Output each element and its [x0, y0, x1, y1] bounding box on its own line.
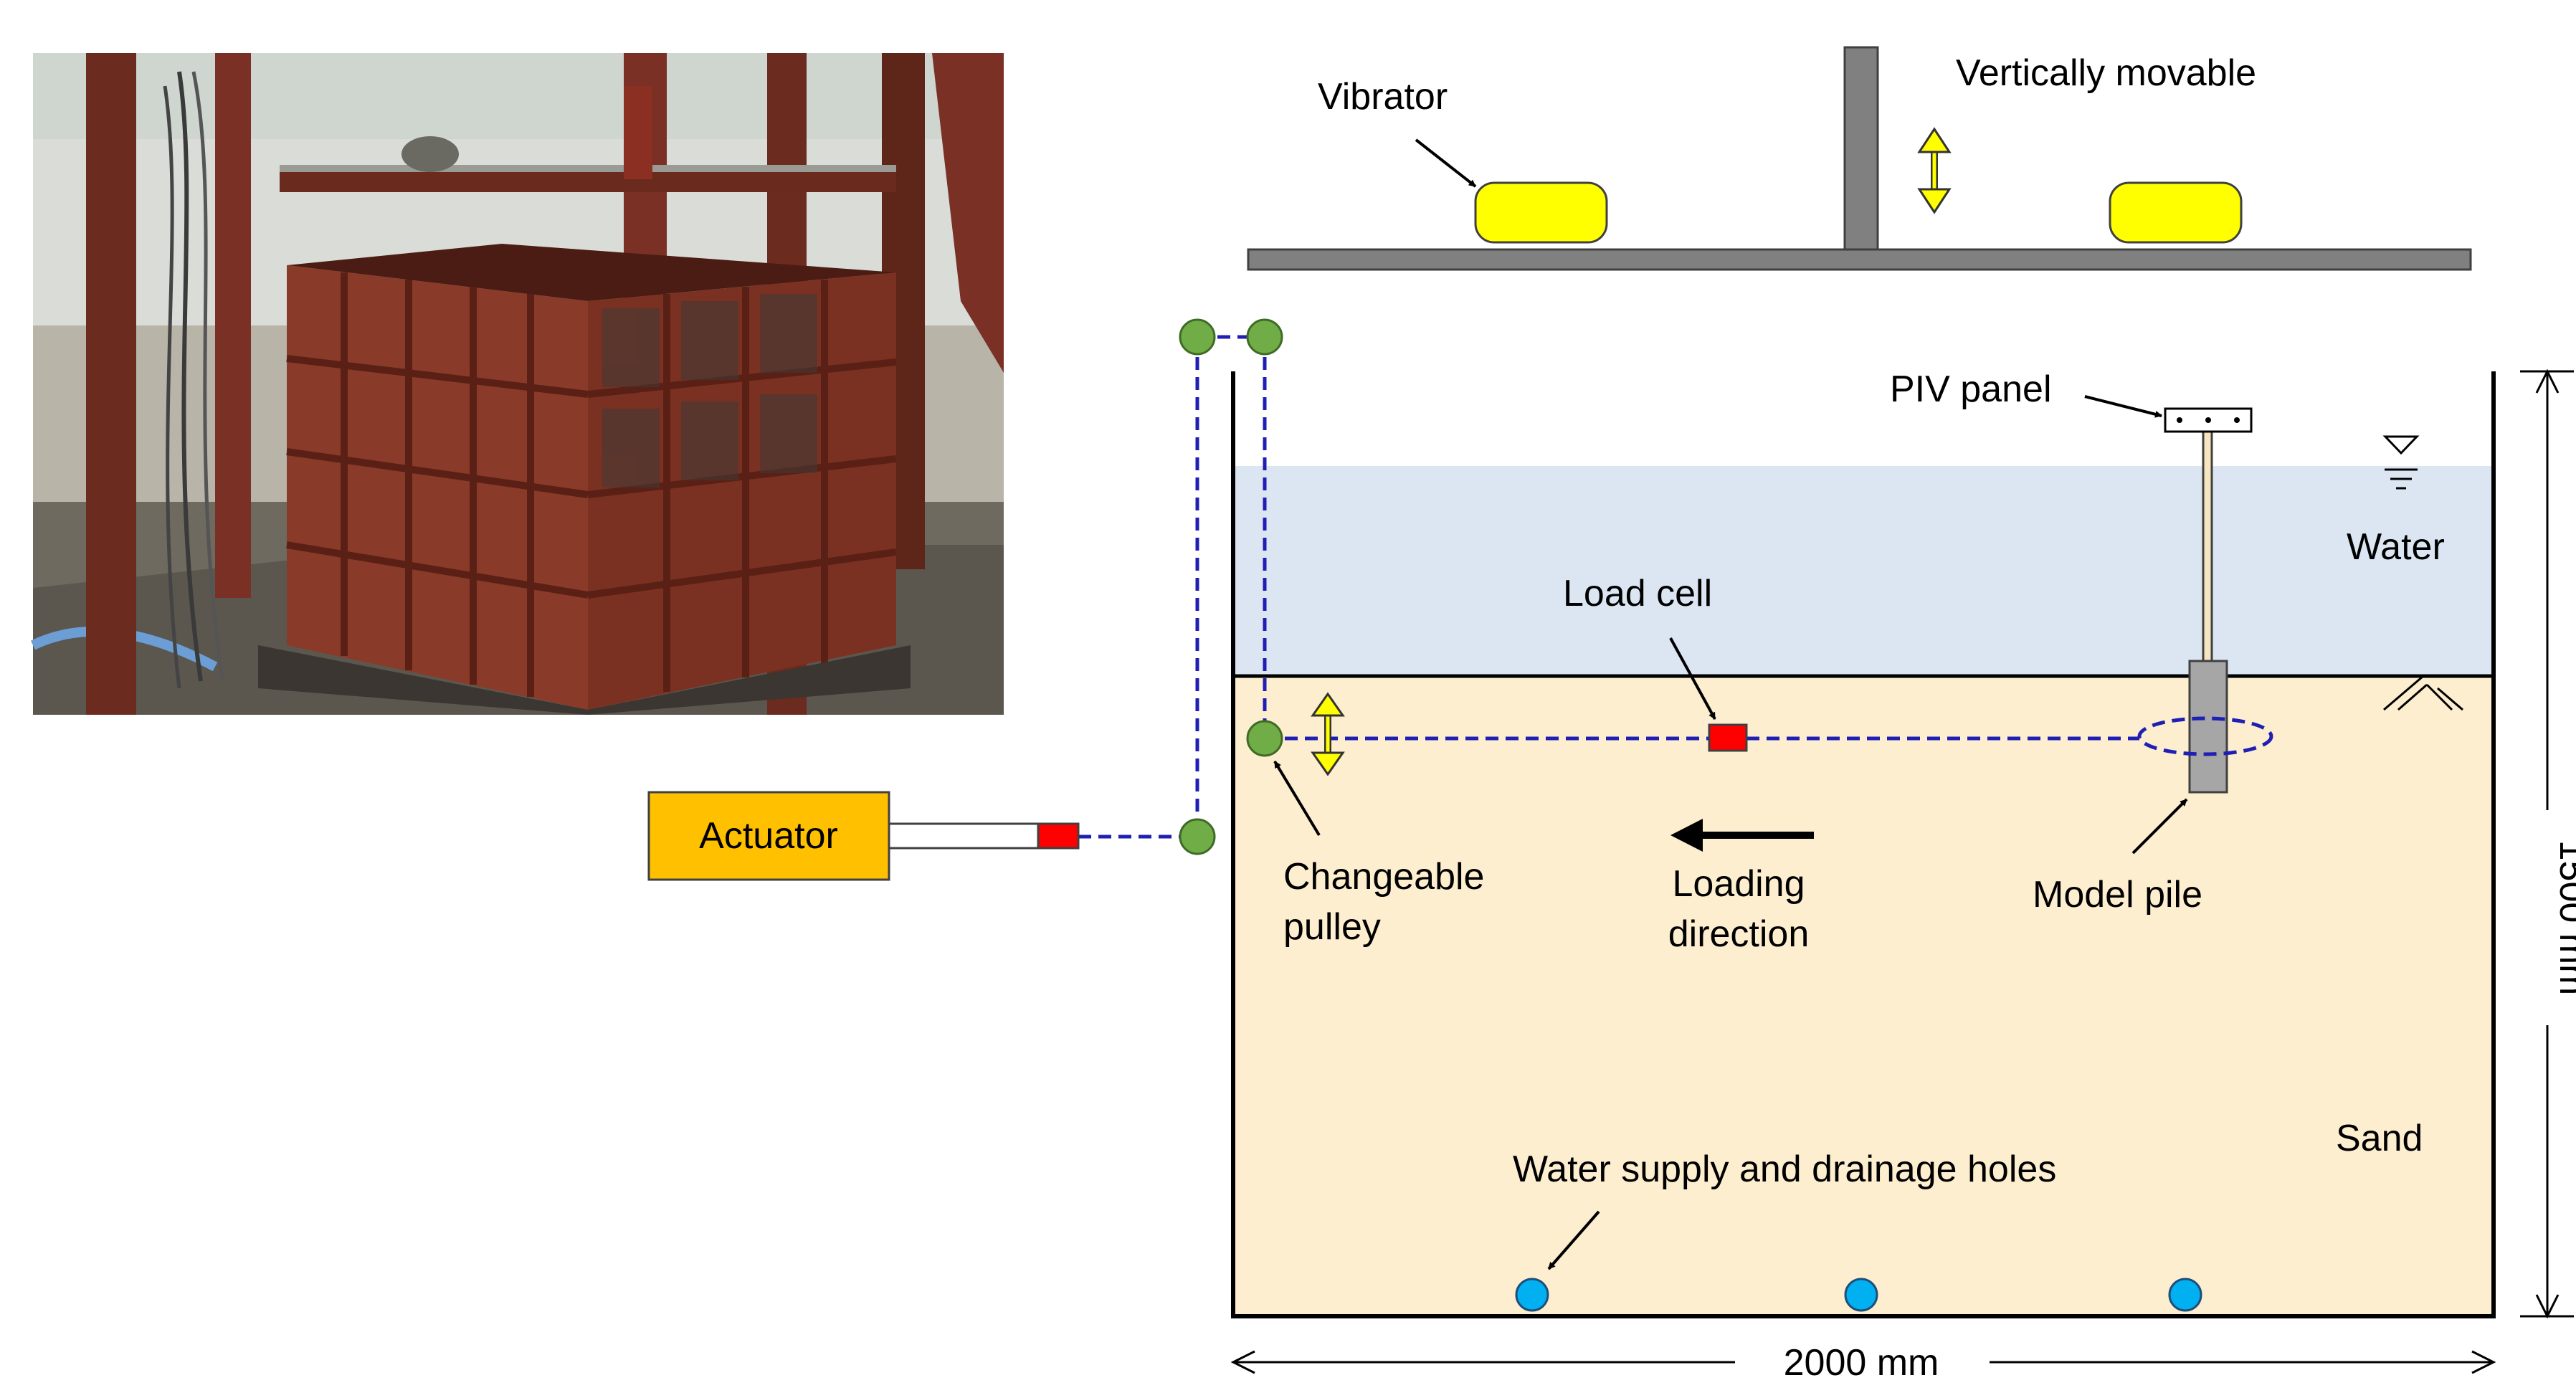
changeable-pulley — [1246, 720, 1283, 757]
piv-pointer — [2084, 395, 2162, 418]
pulley-vertical-arrow-icon — [1311, 692, 1345, 776]
label-water-supply: Water supply and drainage holes — [1513, 1149, 2056, 1190]
label-height-dim: 1500 mm — [2552, 840, 2576, 996]
label-vertically-movable: Vertically movable — [1956, 52, 2256, 94]
vertical-double-arrow-icon — [1917, 127, 1952, 214]
height-dimension — [2520, 368, 2574, 1319]
actuator-body — [647, 791, 890, 881]
label-loading-direction-1: Loading — [1672, 863, 1805, 905]
vibrator-frame — [1247, 46, 2472, 271]
label-piv-panel: PIV panel — [1890, 368, 2052, 410]
water-level-icon — [2382, 435, 2420, 490]
load-cell — [1708, 723, 1748, 752]
width-dimension — [1230, 1350, 2496, 1374]
label-changeable-pulley-2: pulley — [1283, 906, 1381, 948]
actuator-rod — [888, 822, 1041, 850]
pile-cable-loop — [2137, 716, 2273, 756]
label-loading-direction-2: direction — [1668, 913, 1810, 955]
actuator-load-cell — [1037, 822, 1080, 850]
pulley-top-left — [1179, 318, 1216, 356]
drain-hole-1 — [1515, 1278, 1549, 1312]
model-pile — [2188, 660, 2228, 794]
model-pile-pointer — [2131, 798, 2188, 855]
horizontal-plate — [1247, 248, 2472, 271]
load-cell-pointer — [1669, 637, 1716, 720]
label-width-dim: 2000 mm — [1784, 1342, 1939, 1384]
loading-direction-arrow-icon — [1670, 819, 1814, 852]
label-load-cell: Load cell — [1563, 573, 1712, 614]
water-supply-pointer — [1547, 1210, 1600, 1270]
box-walls — [1231, 371, 2496, 1318]
pile-rod — [2202, 430, 2213, 662]
vibrator-right — [2109, 181, 2243, 244]
actuator: Actuator — [647, 791, 1080, 881]
label-changeable-pulley-1: Changeable — [1283, 856, 1484, 898]
apparatus-photo — [30, 53, 1004, 715]
label-vibrator: Vibrator — [1318, 76, 1448, 118]
pulley-top-right — [1246, 318, 1283, 356]
water-layer — [1233, 466, 2494, 676]
label-model-pile: Model pile — [2033, 874, 2202, 916]
vertical-post — [1843, 46, 1879, 251]
soil-box — [1231, 371, 2496, 1318]
vibrator-left — [1474, 181, 1608, 244]
model-pile-assembly — [2137, 407, 2273, 794]
sand-layer — [1233, 676, 2494, 1316]
label-sand: Sand — [2336, 1118, 2423, 1159]
drain-hole-3 — [2168, 1278, 2202, 1312]
changeable-pulley-pointer — [1273, 760, 1321, 837]
label-water: Water — [2347, 526, 2445, 568]
drain-hole-2 — [1844, 1278, 1878, 1312]
vibrator-pointer — [1415, 138, 1477, 188]
ground-hatch-icon — [2383, 675, 2463, 711]
label-actuator: Actuator — [699, 815, 838, 857]
pulley-actuator — [1179, 818, 1216, 855]
